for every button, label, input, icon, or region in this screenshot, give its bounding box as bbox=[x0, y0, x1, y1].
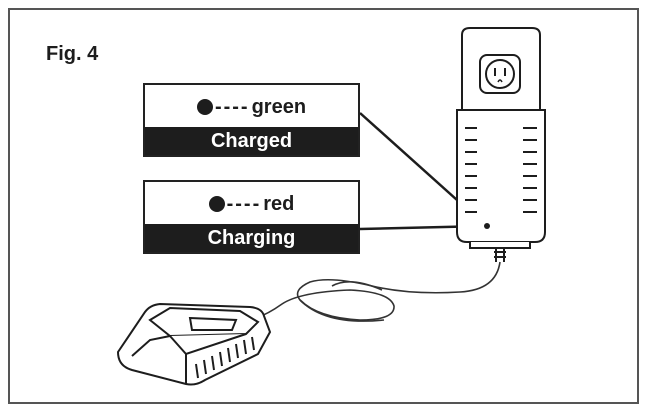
charger-base-icon bbox=[116, 302, 272, 386]
indicator-row-green: ---- green bbox=[145, 85, 358, 129]
figure-label: Fig. 4 bbox=[46, 43, 99, 65]
adapter-grille bbox=[465, 127, 537, 213]
charging-indicator-box: ---- red Charging bbox=[143, 180, 360, 254]
led-dot-icon bbox=[208, 196, 225, 212]
wall-adapter-icon bbox=[456, 27, 546, 249]
cable-strain-relief bbox=[494, 248, 506, 262]
state-label-charged: Charged bbox=[145, 127, 358, 155]
led-indicator-icon bbox=[484, 223, 490, 229]
indicator-row-red: ---- red bbox=[145, 182, 358, 226]
cable bbox=[255, 261, 501, 322]
dash-leader: ---- bbox=[214, 95, 250, 118]
state-label-charging: Charging bbox=[145, 224, 358, 252]
led-dot-icon bbox=[196, 99, 213, 115]
charger-vents bbox=[195, 336, 255, 379]
indicator-color-label: green bbox=[251, 95, 307, 118]
charged-indicator-box: ---- green Charged bbox=[143, 83, 360, 157]
indicator-color-label: red bbox=[263, 192, 295, 215]
dash-leader: ---- bbox=[226, 192, 262, 215]
